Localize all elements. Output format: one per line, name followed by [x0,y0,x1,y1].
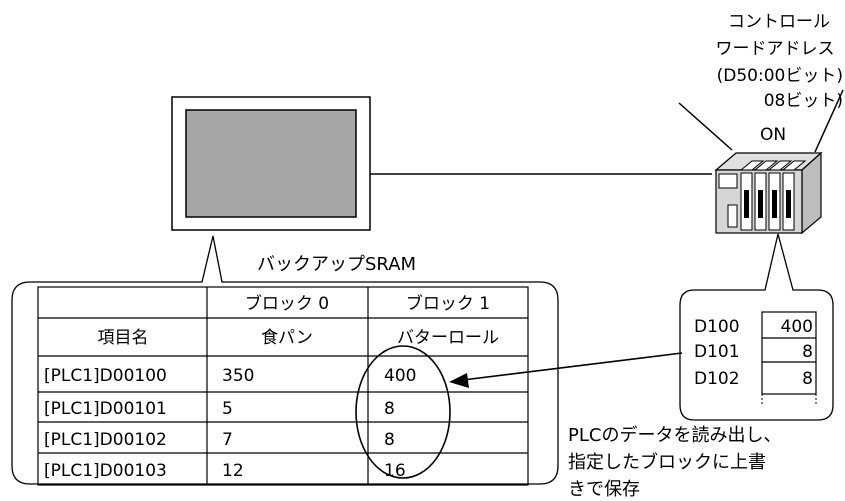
row-block0-value: 7 [222,430,233,450]
row-block0-value: 5 [222,399,233,419]
callout-line-left [678,102,733,151]
row-address: [PLC1]D00102 [44,430,167,450]
plc-label-line1: コントロール [728,12,830,32]
table-header-block1-item: バターロール [397,328,499,348]
plc-unit [714,151,823,235]
row-block1-value: 8 [384,399,395,419]
memory-address-d100: D100 [694,317,740,337]
memory-address-d101: D101 [694,342,740,362]
plc-memory-callout [679,233,834,421]
row-block0-value: 12 [222,461,244,481]
display-unit [171,96,371,231]
table-header-block-0: ブロック 0 [245,293,329,314]
data-transfer-arrow [449,352,683,388]
table-row: [PLC1]D00100 350 400 [44,366,416,386]
note-line2: 指定したブロックに上書 [568,451,766,473]
note-line1: PLCのデータを読み出し、 [568,425,781,446]
memory-address-d102: D102 [694,369,740,389]
table-header-block-1: ブロック 1 [406,293,490,314]
on-status-label: ON [760,125,786,145]
plc-label-line2: ワードアドレス [716,39,835,59]
plc-label-line4: 08ビット) [764,91,843,111]
memory-value-d102: 8 [802,369,813,389]
callout-line-right [814,89,844,153]
table-header-item-name: 項目名 [98,328,149,348]
plc-memory-table [761,311,817,395]
row-block1-value: 400 [384,366,416,386]
note-line3: きで保存 [568,479,640,500]
plc-label-line3: (D50:00ビット) [717,66,843,86]
row-address: [PLC1]D00103 [44,461,167,481]
sram-table [37,286,529,486]
row-address: [PLC1]D00101 [44,399,167,419]
highlight-ellipse [355,345,451,479]
row-address: [PLC1]D00100 [44,366,167,386]
table-row: [PLC1]D00101 5 8 [44,399,395,419]
table-header-block0-item: 食パン [261,328,313,348]
table-row: [PLC1]D00103 12 16 [44,461,406,481]
sram-title: バックアップSRAM [257,254,416,275]
table-row: [PLC1]D00102 7 8 [44,430,395,450]
row-block1-value: 8 [384,430,395,450]
memory-value-d101: 8 [802,342,813,362]
row-block0-value: 350 [222,366,254,386]
memory-value-d100: 400 [781,317,813,337]
